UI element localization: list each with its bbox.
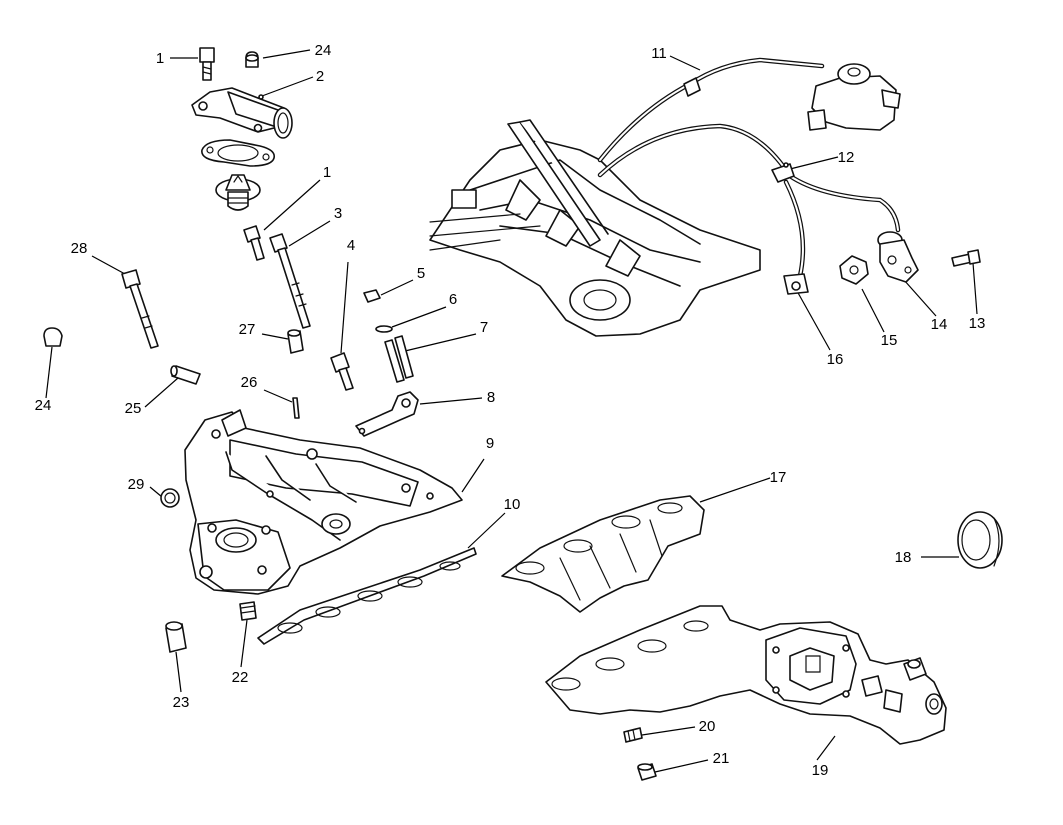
- callout-12: 12: [838, 149, 855, 166]
- nut-part-5: [363, 289, 381, 303]
- callout-2: 2: [316, 68, 324, 85]
- callout-3: 3: [334, 205, 342, 222]
- pin-part-26: [292, 397, 300, 419]
- callout-15: 15: [881, 332, 898, 349]
- bolt-part-4: [330, 352, 354, 391]
- nut-part-21: [637, 763, 657, 781]
- callout-18: 18: [895, 549, 912, 566]
- callout-16: 16: [827, 351, 844, 368]
- callout-24: 24: [315, 42, 332, 59]
- callout-8: 8: [487, 389, 495, 406]
- engine-assembly: [429, 119, 761, 337]
- callout-10: 10: [504, 496, 521, 513]
- cap-part-24-left: [43, 327, 63, 347]
- callout-1: 1: [156, 50, 164, 67]
- pipe-part-23: [165, 621, 187, 653]
- sensor-part-16: [783, 179, 809, 295]
- housing-gasket: [201, 139, 276, 167]
- callout-7: 7: [480, 319, 488, 336]
- cap-part-27: [287, 329, 304, 354]
- pipes-part-7: [384, 335, 414, 383]
- bolt-part-13: [951, 249, 981, 267]
- long-bolt-part-3: [269, 233, 311, 329]
- callout-4: 4: [347, 237, 355, 254]
- bolt-part-1-upper: [199, 47, 215, 81]
- vacuum-solenoid: [807, 63, 901, 131]
- callout-23: 23: [173, 694, 190, 711]
- bolt-part-1-lower: [243, 225, 265, 261]
- callout-28: 28: [71, 240, 88, 257]
- callout-14: 14: [931, 316, 948, 333]
- egr-gasket-part-15: [839, 255, 869, 285]
- callout-6: 6: [449, 291, 457, 308]
- callout-27: 27: [239, 321, 256, 338]
- callout-1: 1: [323, 164, 331, 181]
- heat-shield-part-17: [501, 495, 705, 613]
- callout-9: 9: [486, 435, 494, 452]
- vacuum-hose-part-11: [597, 57, 825, 179]
- callout-29: 29: [128, 476, 145, 493]
- stud-part-20: [623, 727, 643, 743]
- plug-part-22: [239, 601, 257, 621]
- callout-5: 5: [417, 265, 425, 282]
- thermostat: [215, 174, 261, 211]
- callout-24: 24: [35, 397, 52, 414]
- callout-20: 20: [699, 718, 716, 735]
- long-bolt-part-28: [121, 269, 159, 349]
- egr-valve-part-14: [877, 231, 919, 283]
- leader-lines: [45, 49, 978, 773]
- callout-25: 25: [125, 400, 142, 417]
- callout-17: 17: [770, 469, 787, 486]
- hose-connector-part-12: [771, 162, 901, 233]
- seal-ring-part-18: [957, 511, 1003, 569]
- manifold-gasket-part-10: [257, 547, 477, 645]
- callout-19: 19: [812, 762, 829, 779]
- plug-part-29: [160, 488, 180, 508]
- thermostat-housing-part-2: [191, 87, 293, 139]
- cap-part-24-top: [245, 51, 259, 68]
- callout-22: 22: [232, 669, 249, 686]
- exhaust-manifold-part-19: [545, 605, 947, 745]
- callout-21: 21: [713, 750, 730, 767]
- callout-26: 26: [241, 374, 258, 391]
- o-ring-part-6: [375, 325, 393, 333]
- callout-11: 11: [651, 45, 667, 62]
- dowel-part-25: [170, 365, 201, 385]
- callout-13: 13: [969, 315, 986, 332]
- intake-manifold-part-9: [184, 409, 463, 595]
- bracket-part-8: [355, 391, 419, 437]
